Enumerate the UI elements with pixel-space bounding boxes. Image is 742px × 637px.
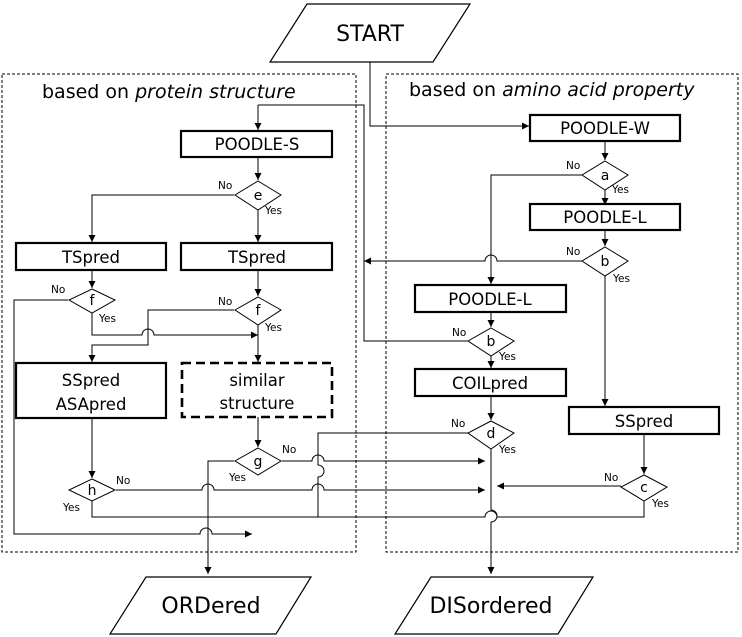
box-poodle-l-right-label: POODLE-L: [563, 208, 647, 227]
box-sspred-right: SSpred: [567, 405, 721, 436]
box-coilpred: COILpred: [413, 367, 568, 398]
box-tspred-right-label: TSpred: [227, 248, 286, 267]
label-no-g: No: [282, 444, 296, 456]
box-sspred-asapred-line1: SSpred: [62, 371, 120, 390]
decision-b-mid: b: [467, 327, 515, 357]
label-no-e: No: [218, 180, 232, 192]
box-tspred-right: TSpred: [179, 241, 334, 272]
box-tspred-left-label: TSpred: [61, 248, 120, 267]
decision-h: h: [67, 478, 117, 502]
region-amino-acid-property: [385, 73, 739, 553]
disordered-terminal: DISordered: [393, 576, 595, 635]
label-no-d: No: [451, 418, 465, 430]
label-yes-b-mid: Yes: [498, 351, 516, 363]
decision-a-label: a: [601, 168, 610, 184]
decision-b-mid-label: b: [487, 334, 496, 350]
box-sspred-right-label: SSpred: [615, 412, 673, 431]
box-sspred-asapred: SSpred ASApred: [14, 361, 168, 420]
label-yes-c: Yes: [651, 498, 669, 510]
box-poodle-w: POODLE-W: [528, 113, 682, 143]
ordered-label: ORDered: [161, 594, 260, 619]
label-no-a: No: [566, 160, 580, 172]
box-poodle-l-right: POODLE-L: [528, 202, 682, 232]
decision-g: g: [234, 447, 282, 476]
start-terminal: START: [268, 3, 472, 63]
label-yes-f-left: Yes: [98, 313, 116, 325]
decision-a: a: [581, 160, 629, 191]
connectors: [13, 62, 648, 574]
decision-f-right: f: [234, 296, 282, 326]
decision-f-left-label: f: [90, 293, 96, 309]
label-no-b-right: No: [566, 246, 580, 258]
decision-f-left: f: [67, 288, 117, 314]
label-no-c: No: [604, 472, 618, 484]
region-protein-structure: [1, 73, 357, 553]
start-label: START: [336, 22, 404, 47]
box-poodle-w-label: POODLE-W: [560, 119, 650, 138]
label-no-b-mid: No: [452, 327, 466, 339]
decision-d-label: d: [487, 426, 496, 442]
label-no-h: No: [116, 475, 130, 487]
label-yes-e: Yes: [264, 205, 282, 217]
box-similar-structure-line1: similar: [229, 371, 285, 390]
disordered-label: DISordered: [429, 594, 552, 619]
branch-labels: No Yes No Yes No Yes No Yes No Yes No Ye…: [51, 160, 669, 514]
label-yes-a: Yes: [611, 184, 629, 196]
decision-e-label: e: [254, 188, 263, 204]
decision-c-label: c: [640, 480, 648, 496]
decision-e: e: [234, 180, 282, 211]
label-yes-d: Yes: [498, 444, 516, 456]
box-tspred-left: TSpred: [14, 241, 168, 272]
label-yes-f-right: Yes: [264, 322, 282, 334]
region-title-amino-acid-property: based on amino acid property: [409, 79, 695, 101]
decision-b-right: b: [581, 246, 629, 277]
decision-b-right-label: b: [601, 254, 610, 270]
label-no-f-left: No: [51, 284, 65, 296]
box-similar-structure-line2: structure: [220, 394, 295, 413]
box-poodle-s-label: POODLE-S: [215, 135, 300, 154]
ordered-terminal: ORDered: [108, 576, 313, 635]
box-sspred-asapred-line2: ASApred: [56, 395, 127, 414]
label-yes-b-right: Yes: [612, 273, 630, 285]
label-yes-g: Yes: [228, 472, 246, 484]
decision-h-label: h: [88, 483, 97, 499]
label-yes-h: Yes: [62, 502, 80, 514]
label-no-f-right: No: [218, 296, 232, 308]
decision-d: d: [467, 420, 515, 450]
box-poodle-l-mid: POODLE-L: [413, 283, 568, 314]
box-poodle-s: POODLE-S: [179, 129, 334, 159]
box-poodle-l-mid-label: POODLE-L: [448, 290, 532, 309]
box-similar-structure: similar structure: [180, 361, 334, 419]
decision-f-right-label: f: [256, 303, 262, 319]
decision-g-label: g: [254, 454, 263, 470]
decision-c: c: [619, 474, 669, 502]
box-coilpred-label: COILpred: [452, 374, 528, 393]
region-title-protein-structure: based on protein structure: [42, 81, 296, 103]
